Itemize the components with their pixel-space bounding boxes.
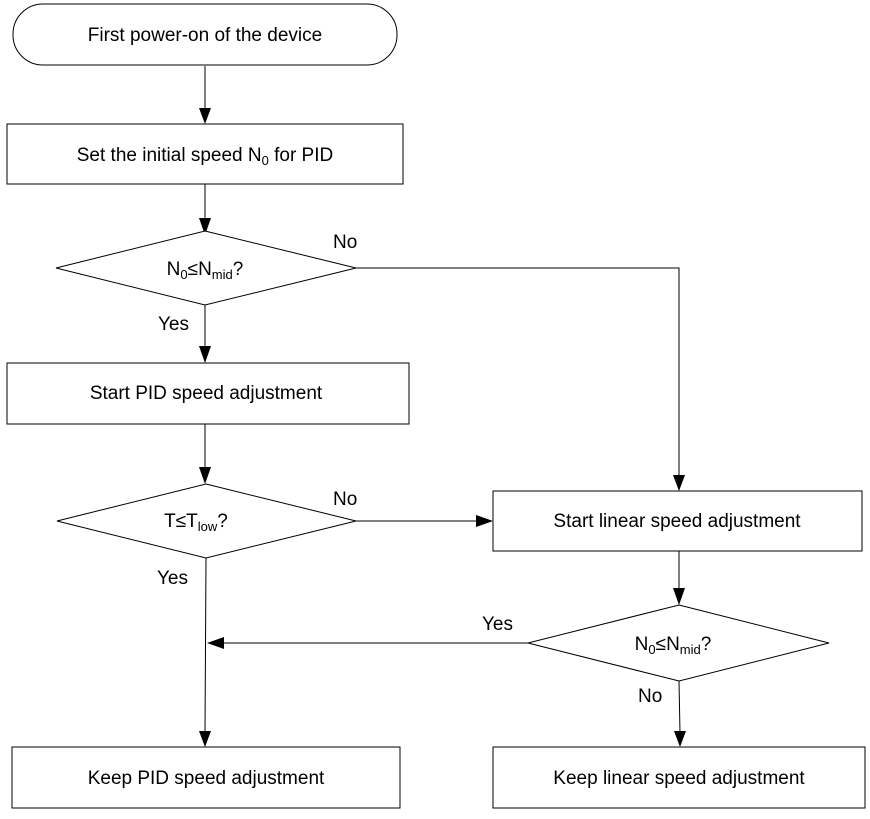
set-speed-box (6, 123, 404, 185)
edge-label-d2-no: No (333, 489, 357, 510)
start-pid-label: Start PID speed adjustment (90, 383, 323, 404)
edge-decision2-yes (204, 557, 207, 734)
decision-2-diamond (56, 483, 357, 559)
edge-decision3-no (678, 680, 681, 734)
set-speed-label: Set the initial speed N0 for PID (77, 145, 333, 168)
edge-label-d3-no: No (638, 686, 662, 707)
keep-pid-box (11, 746, 401, 809)
arrowhead (476, 515, 493, 527)
start-label: First power-on of the device (88, 25, 322, 46)
arrowhead (199, 346, 211, 363)
start-terminal (12, 3, 398, 66)
arrowhead (199, 467, 211, 484)
start-linear-label: Start linear speed adjustment (553, 511, 801, 532)
keep-pid-label: Keep PID speed adjustment (88, 768, 325, 789)
edge-decision1-no (356, 267, 680, 477)
decision-1-diamond (55, 230, 357, 306)
decision-1-label: N0≤Nmid? (167, 259, 244, 282)
arrowhead (199, 731, 211, 747)
start-linear-box (492, 490, 863, 552)
decision-3-label: N0≤Nmid? (635, 634, 712, 657)
arrowhead (199, 218, 211, 235)
edge-label-d1-no: No (333, 232, 357, 253)
keep-linear-box (492, 746, 866, 809)
arrowhead (674, 731, 686, 747)
arrowhead (207, 637, 224, 649)
arrowhead (199, 108, 211, 124)
edge-label-d2-yes: Yes (157, 568, 188, 589)
edge-label-d3-yes: Yes (482, 614, 513, 635)
decision-3-diamond (527, 604, 830, 682)
start-pid-box (6, 362, 410, 425)
arrowhead (673, 475, 685, 491)
keep-linear-label: Keep linear speed adjustment (553, 768, 805, 789)
decision-2-label: T≤Tlow? (164, 511, 228, 534)
arrowhead (673, 588, 685, 605)
edge-label-d1-yes: Yes (158, 314, 189, 335)
